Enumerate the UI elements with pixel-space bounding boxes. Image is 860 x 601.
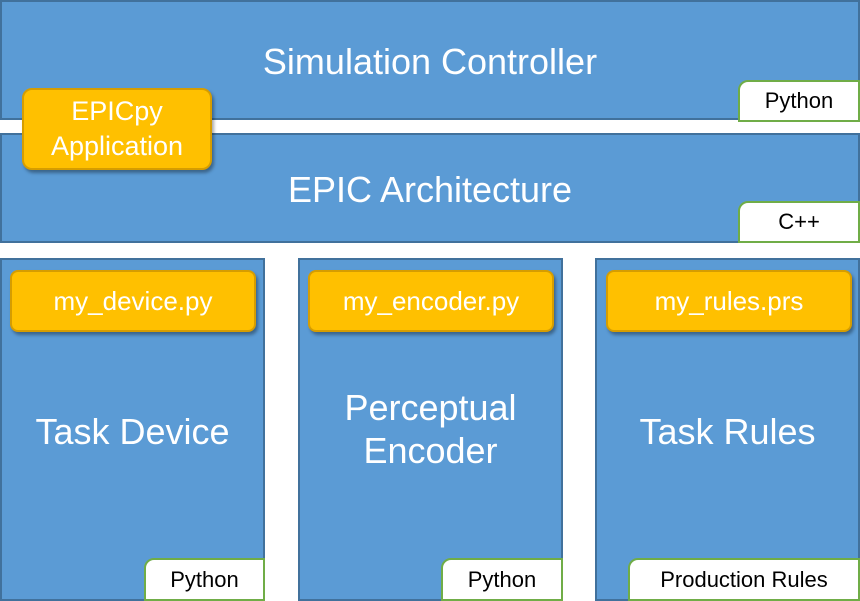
task-device-box: my_device.py Task Device Python (0, 258, 265, 601)
epicpy-application-line1: EPICpy (71, 95, 163, 126)
task-device-title: Task Device (35, 411, 230, 452)
epicpy-application-tag: EPICpy Application (22, 88, 212, 170)
perceptual-encoder-file-tag: my_encoder.py (308, 270, 554, 332)
perceptual-encoder-title-line2: Encoder (363, 430, 498, 472)
epicpy-application-line2: Application (50, 131, 184, 161)
task-rules-language-tag: Production Rules (628, 558, 860, 601)
perceptual-encoder-box: my_encoder.py Perceptual Encoder Python (298, 258, 563, 601)
epic-architecture-language-tag: C++ (738, 201, 860, 243)
task-rules-title: Task Rules (639, 411, 816, 452)
perceptual-encoder-language-tag: Python (441, 558, 563, 601)
task-device-file-tag: my_device.py (10, 270, 256, 332)
simulation-controller-language-tag: Python (738, 80, 860, 122)
task-device-language-tag: Python (144, 558, 265, 601)
task-rules-file-tag: my_rules.prs (606, 270, 852, 332)
perceptual-encoder-title: Perceptual Encoder (300, 386, 561, 472)
epic-architecture-title: EPIC Architecture (287, 169, 573, 210)
simulation-controller-title: Simulation Controller (262, 41, 598, 82)
perceptual-encoder-title-line1: Perceptual (344, 387, 517, 428)
task-rules-box: my_rules.prs Task Rules Production Rules (595, 258, 860, 601)
